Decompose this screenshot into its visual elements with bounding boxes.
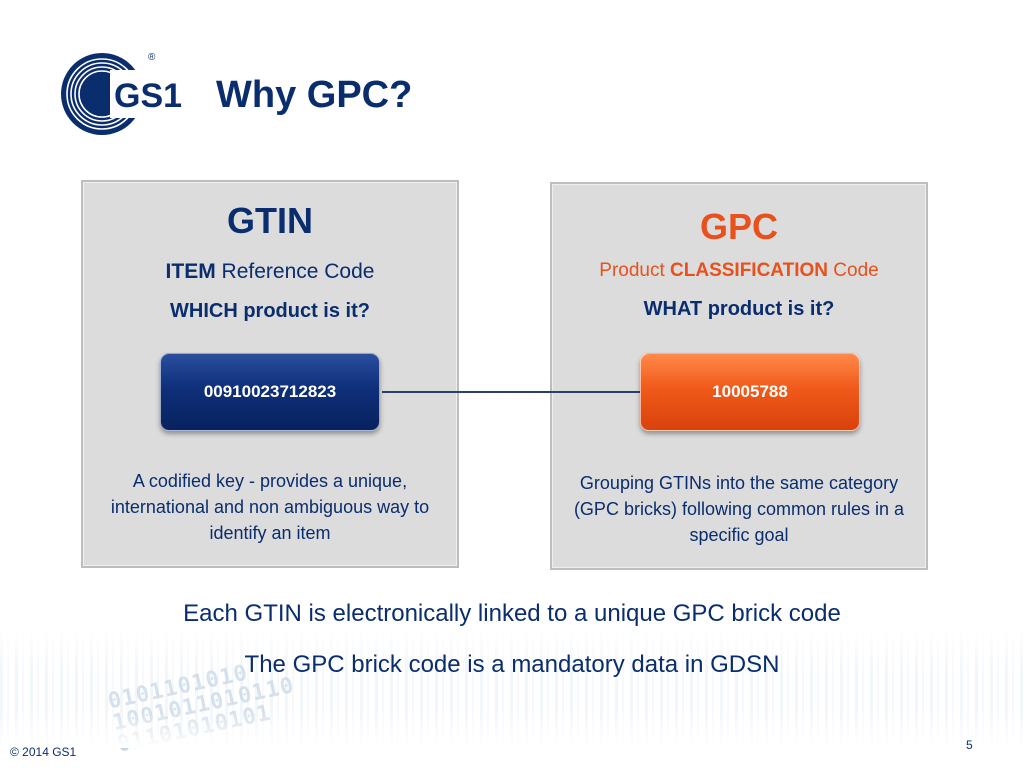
gtin-subtitle-rest: Reference Code [215, 260, 375, 283]
gpc-panel: GPC Product CLASSIFICATION Code WHAT pro… [550, 182, 928, 570]
copyright: © 2014 GS1 [10, 745, 77, 759]
gpc-subtitle-bold: CLASSIFICATION [670, 260, 829, 281]
gpc-subtitle: Product CLASSIFICATION Code [552, 260, 926, 282]
gtin-heading: GTIN [227, 200, 313, 241]
band-fade [0, 628, 1024, 748]
gtin-question: WHICH product is it? [170, 300, 370, 322]
gtin-code-box: 00910023712823 [160, 353, 380, 431]
page-title: Why GPC? [216, 74, 413, 116]
gpc-question: WHAT product is it? [643, 298, 835, 320]
link-connector-line [382, 391, 640, 393]
page-number: 5 [966, 738, 973, 752]
gpc-subtitle-post: Code [828, 260, 879, 281]
gs1-logo-icon: GS1 ® [56, 48, 182, 140]
statement-mandatory: The GPC brick code is a mandatory data i… [244, 651, 780, 678]
gpc-heading: GPC [699, 206, 778, 247]
gtin-description: A codified key - provides a unique, inte… [110, 471, 430, 543]
gpc-code-box: 10005788 [640, 353, 860, 431]
gtin-subtitle-bold: ITEM [165, 260, 216, 283]
gtin-subtitle: ITEM Reference Code [83, 260, 457, 284]
statement-link: Each GTIN is electronically linked to a … [183, 600, 841, 627]
svg-text:GS1: GS1 [114, 77, 182, 115]
svg-text:®: ® [148, 52, 156, 63]
gpc-description: Grouping GTINs into the same category (G… [573, 473, 905, 545]
gpc-subtitle-pre: Product [599, 260, 671, 281]
